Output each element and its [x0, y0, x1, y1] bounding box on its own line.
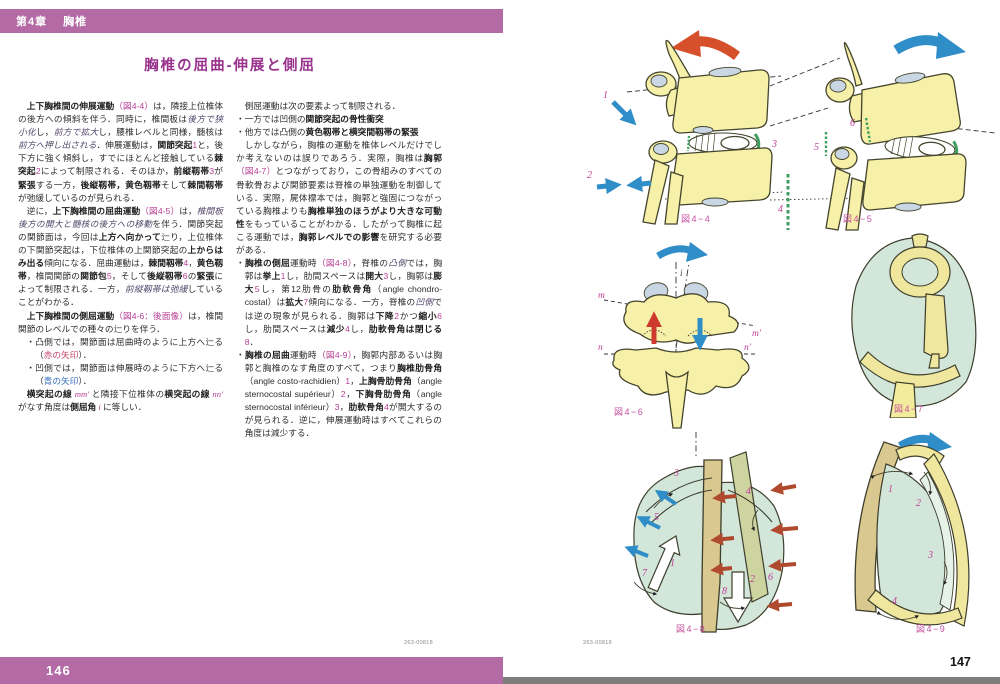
annotation-m: m	[598, 291, 605, 301]
annotation-3: 3	[673, 468, 679, 479]
figure-4-6-caption: 図4−6	[614, 407, 645, 417]
print-code-left: 263-00818	[404, 640, 434, 646]
white-elevation-arrow	[647, 535, 681, 593]
text-column-right: 側屈運動は次の要素よって制限される． ・一方では凹側の関節突起の骨性衝突・他方では…	[236, 100, 442, 440]
oblique-rib-band	[729, 451, 769, 603]
text-paragraph: ・胸椎の屈曲運動時（図4-9），胸郭内部あるいは胸郭と胸椎のなす角度のすべて，つ…	[236, 349, 443, 439]
figure-4-8-caption: 図4−8	[676, 624, 707, 634]
figure-4-6-drawing: m m′ n n′ i	[598, 242, 762, 430]
annotation-4: 4	[778, 204, 783, 215]
figure-4-9-thorax-flexion: 1 2 3 4	[824, 430, 999, 638]
annotation-6: 6	[768, 572, 773, 583]
chapter-section: 胸椎	[63, 16, 88, 28]
chapter-header-bar: 第4章 胸椎	[0, 9, 503, 33]
blue-glide-arrow-1	[611, 100, 637, 126]
figure-4-4-caption: 図4−4	[681, 214, 712, 224]
figure-4-5-flexion: 4 5 6	[769, 26, 996, 232]
text-paragraph: しかしながら，胸椎の運動を椎体レベルだけでしか考えないのは誤りであろう．実際，胸…	[236, 140, 443, 256]
figure-4-8-drawing: 1 2 3 4 5 6 7 8	[624, 432, 799, 633]
annotation-5: 5	[814, 142, 819, 153]
text-paragraph: 上下胸椎間の側屈運動（図4-6：後面像）は，椎間関節のレベルでの種々の辷りを伴う…	[18, 310, 223, 334]
ligament-mark-green	[686, 135, 691, 152]
annotation-n: n	[598, 343, 603, 353]
page-title: 胸椎の屈曲-伸展と側屈	[144, 58, 316, 74]
annotation-2: 2	[750, 574, 755, 585]
figure-4-9-drawing: 1 2 3 4	[854, 432, 970, 627]
figure-4-7-thorax	[832, 232, 992, 419]
figure-4-6-posterior-view: m m′ n n′ i	[596, 240, 766, 432]
text-paragraph: 逆に，上下胸椎間の屈曲運動（図4-5）は，椎間板後方の開大と髄核の後方への移動を…	[18, 205, 224, 308]
blue-contact-arrow-right	[626, 175, 652, 192]
figure-4-7-caption: 図4−7	[894, 404, 925, 414]
figure-4-7-drawing	[851, 233, 977, 419]
annotation-8: 8	[722, 586, 727, 597]
print-code-right: 263-00818	[583, 640, 613, 646]
annotation-6: 6	[850, 118, 855, 129]
page-number-left: 146	[46, 663, 71, 678]
text-paragraph: ・胸椎の側屈運動時（図4-8），脊椎の凸側では，胸郭は挙上1し，肋間スペースは開…	[236, 258, 443, 347]
annotation-3: 3	[771, 139, 777, 150]
page-edge-shadow	[503, 677, 1000, 684]
annotation-n-prime: n′	[744, 343, 752, 353]
annotation-5: 5	[654, 512, 659, 523]
annotation-4: 4	[892, 596, 897, 607]
text-paragraph: 上下胸椎間の伸展運動（図4-4）は，隣接上位椎体の後方への傾斜を伴う．同時に，椎…	[18, 101, 224, 203]
figure-4-9-caption: 図4−9	[916, 624, 947, 634]
annotation-1: 1	[670, 558, 675, 569]
annotation-7: 7	[642, 568, 648, 579]
annotation-1: 1	[603, 90, 608, 101]
text-paragraph: ・一方では凹側の関節突起の骨性衝突	[236, 114, 384, 125]
text-paragraph: ・凹側では，関節面は伸展時のように下方へ辷る（青の矢印）．	[26, 362, 223, 386]
annotation-1: 1	[888, 484, 893, 495]
page-footer-bar: 146	[0, 657, 503, 684]
text-paragraph: 側屈運動は次の要素よって制限される．	[244, 101, 401, 111]
chapter-number: 第4章	[16, 16, 48, 28]
figure-4-5-drawing: 4 5 6	[769, 32, 996, 231]
annotation-2: 2	[587, 170, 592, 181]
annotation-i: i	[680, 269, 683, 279]
annotation-3: 3	[927, 550, 933, 561]
figure-4-8-thorax-sidebend: 1 2 3 4 5 6 7 8	[620, 432, 800, 634]
text-paragraph: 横突起の線 mm′ と隣接下位椎体の横突起の線 nn′ がなす角度は側屈角 i …	[18, 389, 224, 413]
page-number-right: 147	[950, 655, 971, 669]
blue-contact-arrow-left	[596, 178, 622, 195]
figure-4-4-drawing: 1 2 3	[587, 30, 784, 225]
annotation-m-prime: m′	[752, 329, 762, 339]
annotation-2: 2	[916, 498, 921, 509]
annotation-4: 4	[746, 486, 751, 497]
figure-4-4-extension: 1 2 3	[575, 26, 785, 226]
text-paragraph: ・他方では凸側の黄色靱帯と横突間靱帯の緊張	[236, 127, 419, 138]
figure-4-5-caption: 図4−5	[843, 214, 874, 224]
text-paragraph: ・凸側では，関節面は屈曲時のように上方へ辷る（赤の矢印）．	[26, 336, 223, 360]
text-column-left: 上下胸椎間の伸展運動（図4-4）は，隣接上位椎体の後方への傾斜を伴う．同時に，椎…	[18, 100, 223, 414]
